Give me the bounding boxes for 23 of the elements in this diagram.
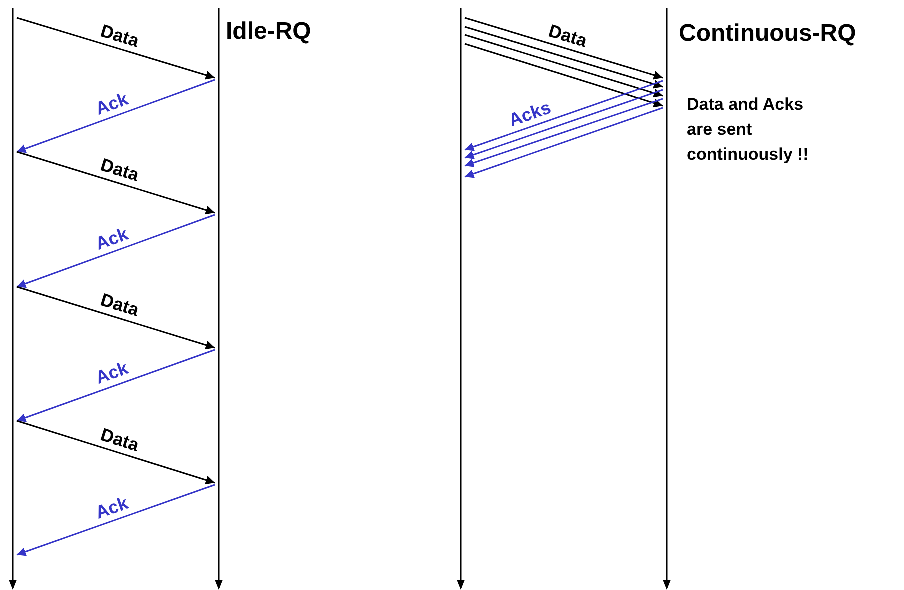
arrow — [16, 420, 216, 485]
timeline-axis — [215, 8, 223, 590]
arrow — [464, 43, 664, 108]
arrow — [464, 26, 664, 89]
arrow — [464, 107, 664, 178]
arrow — [464, 17, 664, 80]
arrow — [464, 89, 664, 160]
arrow — [16, 214, 216, 288]
arrow — [464, 80, 664, 152]
timeline-axis — [457, 8, 465, 590]
arrow — [16, 151, 216, 215]
arrow — [16, 286, 216, 350]
arrow — [16, 79, 216, 154]
timeline-axis — [9, 8, 17, 590]
arrow — [16, 349, 216, 422]
arrow — [16, 17, 216, 80]
diagram-heading: Idle-RQ — [226, 17, 312, 47]
arrow — [464, 98, 664, 168]
arrow — [16, 484, 216, 556]
note-text: Data and Acks are sent continuously !! — [687, 94, 810, 166]
timeline-axis — [663, 8, 671, 590]
arrow — [464, 34, 664, 98]
diagram-heading: Continuous-RQ — [679, 19, 858, 49]
